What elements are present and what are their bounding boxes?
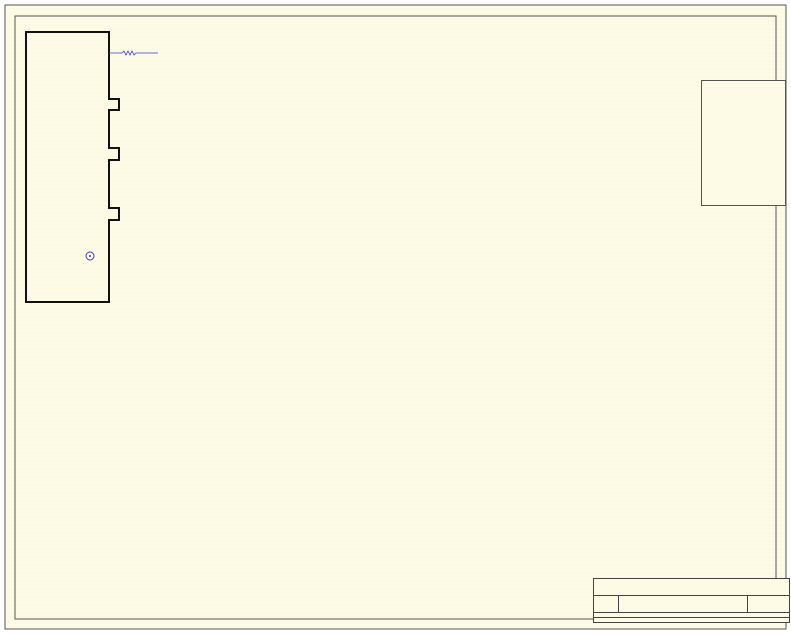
title-row (593, 578, 790, 596)
connector-frame (25, 31, 120, 303)
paper (4, 4, 787, 630)
inner-frame (14, 15, 777, 620)
file-row (593, 617, 790, 623)
title-block (593, 578, 790, 628)
number-cell (618, 595, 748, 613)
rf-in-connector (85, 251, 95, 261)
static-resistor (109, 50, 158, 56)
revision-cell (747, 595, 790, 613)
size-cell (593, 595, 619, 613)
pin-table (701, 80, 786, 206)
rf-in-connector-center (89, 255, 91, 257)
